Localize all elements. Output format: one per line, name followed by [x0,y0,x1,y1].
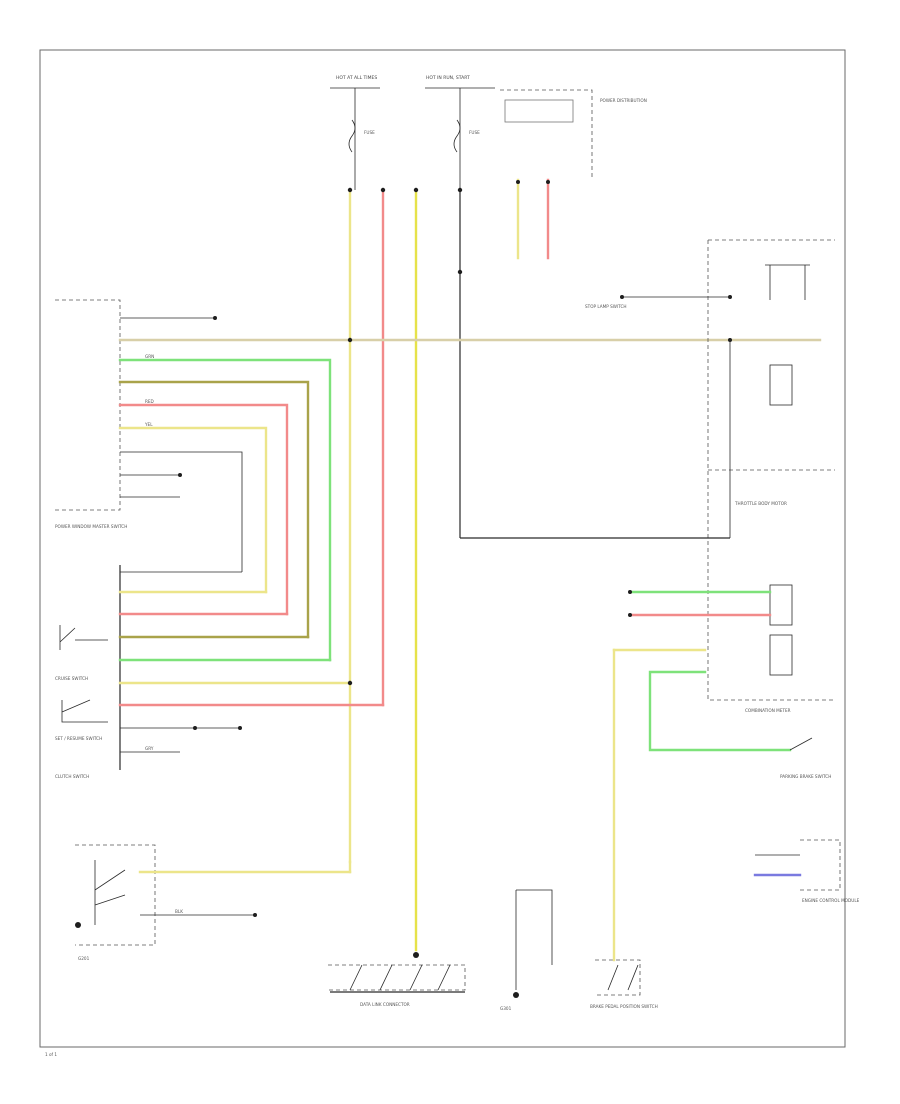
ground-left-label: G201 [78,956,90,961]
wire-olive-1 [118,380,310,639]
page-number: 1 of 1 [45,1052,57,1057]
bottom-connector-dot [413,952,419,958]
bottom-center-label: DATA LINK CONNECTOR [360,1002,410,1007]
dot-right-green [628,590,632,594]
right-bottom-box [800,839,841,891]
cruise-switch-label: CRUISE SWITCH [55,676,88,681]
relay-dot-2 [546,180,550,184]
wire-label-blk: BLK [175,909,183,914]
dot-a [347,187,353,193]
bottom-right-label: BRAKE PEDAL POSITION SWITCH [590,1004,658,1009]
right-mid-label: THROTTLE BODY MOTOR [734,501,787,506]
combo-meter-label: COMBINATION METER [745,708,791,713]
relay-box-outline [500,89,593,178]
bottom-left-switch [94,860,126,925]
meter-box-2 [769,584,793,626]
wire-label-red: RED [145,399,154,404]
ground-dot-mid [513,992,519,998]
bottom-connector-box [328,964,466,991]
bottom-mid-wire [516,889,553,965]
dot-b [380,187,386,193]
wire-green-1 [118,358,332,662]
dot-d [457,187,463,193]
dot-row-6 [347,680,353,686]
cruise-switch-symbol [61,699,108,723]
right-lower-label: PARKING BRAKE SWITCH [780,774,831,779]
clutch-switch-label: CLUTCH SWITCH [55,774,89,779]
dot-meter-top [620,295,624,299]
wire-thin-1 [120,451,243,572]
brake-switch-label: STOP LAMP SWITCH [585,304,627,309]
wire-label-yel: YEL [144,422,153,427]
bottom-left-ground-label: ENGINE CONTROL MODULE [802,898,860,903]
relay-box-label: POWER DISTRIBUTION [600,98,647,103]
fuse1-label: HOT AT ALL TIMES [336,75,377,81]
dot-bottom-black [253,913,257,917]
combo-meter-outline [707,239,835,701]
dot-right-red [628,613,632,617]
fuse1-symbol [348,119,356,153]
wire-label-grn: GRN [145,354,154,359]
ground-mid-label: G301 [500,1006,512,1011]
fuse-b-label: FUSE [469,130,480,135]
dot-row-8b [238,726,242,730]
dot-stub-top [213,316,217,320]
dot-tan-junction [347,337,353,343]
set-switch-symbol [59,625,108,650]
meter-fuse-symbol [765,264,810,300]
dot-stub-1 [178,473,182,477]
left-module-outline [55,299,121,511]
bottom-right-box [595,959,641,996]
diagram-frame [39,49,846,1048]
relay-dot-1 [516,180,520,184]
dot-e [457,269,463,275]
wire-red-1 [118,403,289,616]
left-module-label: POWER WINDOW MASTER SWITCH [55,524,127,529]
relay-inner-box [504,99,574,123]
fuse-a-label: FUSE [364,130,375,135]
bottom-connector-pins [349,964,451,991]
set-switch-label: SET / RESUME SWITCH [55,736,102,741]
wire-label-gry: GRY [145,746,154,751]
fuse2-symbol [453,119,461,153]
wire-yellow-1 [118,426,268,594]
dot-row-8 [193,726,197,730]
dot-c [413,187,419,193]
meter-box-3 [769,634,793,676]
fuse2-label: HOT IN RUN, START [426,75,470,81]
wire-right-green-2 [648,670,792,752]
bottom-right-switch [607,964,639,991]
bottom-left-box [75,844,156,946]
ground-dot-left [75,922,81,928]
parking-switch-symbol [789,737,813,751]
meter-indicator-box [769,364,793,406]
